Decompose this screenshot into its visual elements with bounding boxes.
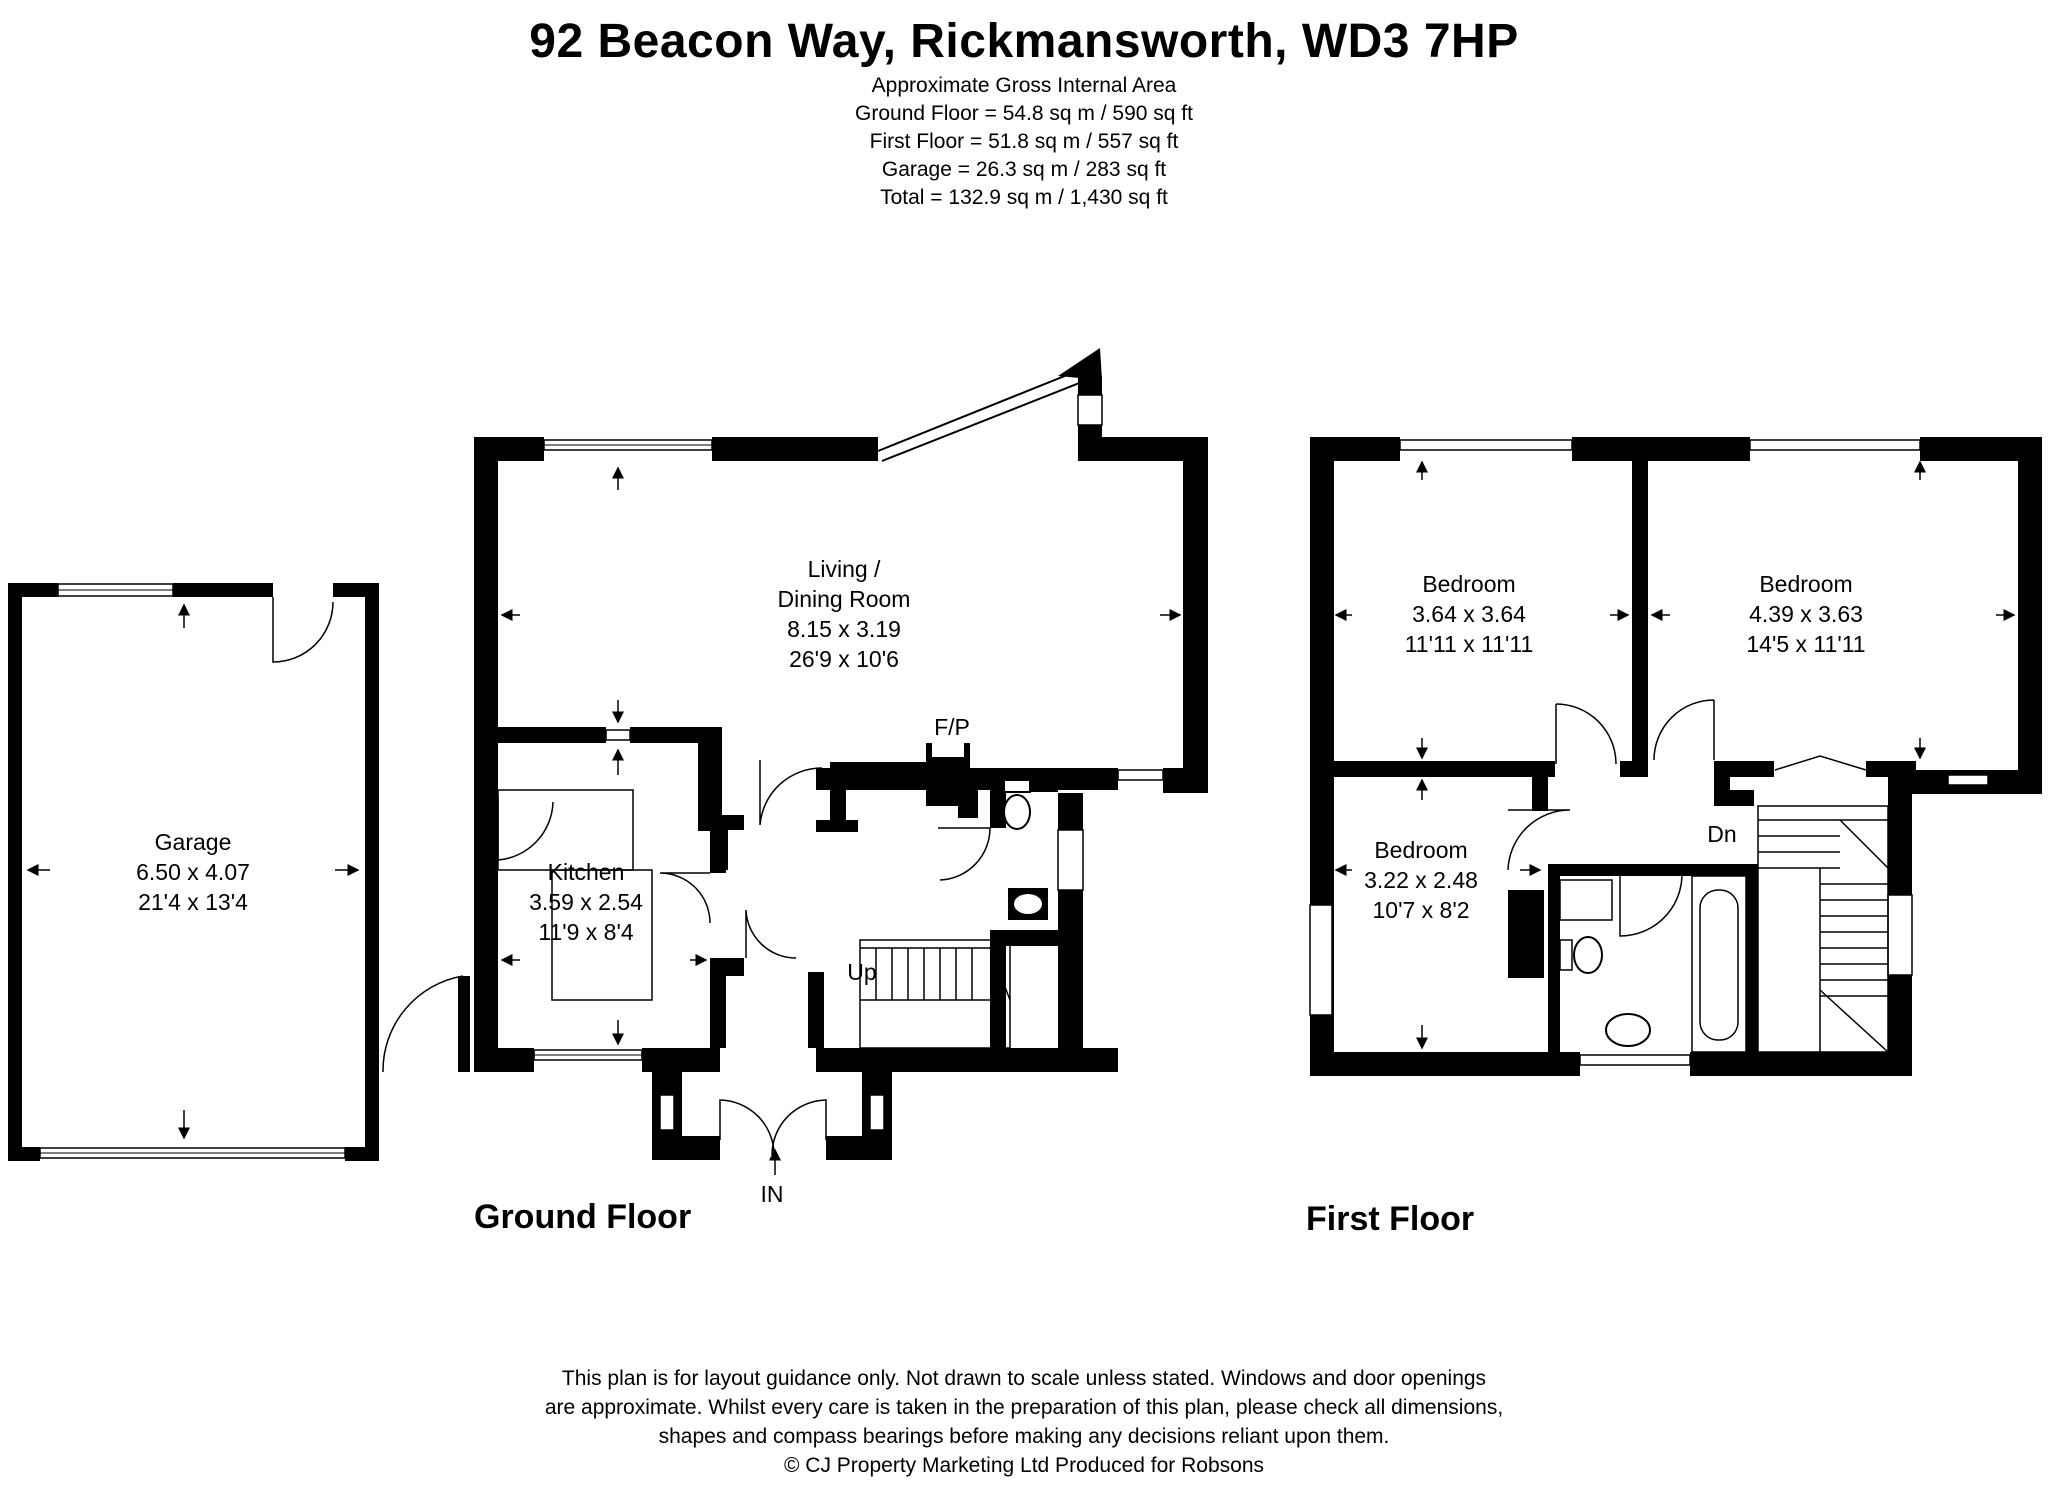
ground-floor-plan — [474, 348, 1208, 1175]
disclaimer-line-2: are approximate. Whilst every care is ta… — [544, 1396, 1504, 1419]
bedroom-1-metric: 3.64 x 3.64 — [1412, 601, 1526, 627]
kitchen-imperial: 11'9 x 8'4 — [538, 919, 634, 945]
bedroom-3-imperial: 10'7 x 8'2 — [1372, 897, 1469, 923]
bedroom-1-name: Bedroom — [1422, 571, 1515, 597]
area-heading: Approximate Gross Internal Area — [871, 74, 1177, 97]
kitchen-name: Kitchen — [548, 859, 625, 885]
kitchen-room-label: Kitchen 3.59 x 2.54 11'9 x 8'4 — [529, 859, 643, 945]
garage-side-door — [382, 975, 464, 1073]
bedroom-2-label: Bedroom 4.39 x 3.63 14'5 x 11'11 — [1746, 571, 1865, 657]
first-floor-title: First Floor — [1306, 1200, 1474, 1238]
garage-name: Garage — [155, 829, 232, 855]
copyright-line: © CJ Property Marketing Ltd Produced for… — [783, 1454, 1265, 1477]
bedroom-2-name: Bedroom — [1759, 571, 1852, 597]
page-title: 92 Beacon Way, Rickmansworth, WD3 7HP — [529, 15, 1519, 68]
garage-plan — [8, 583, 379, 1161]
stairs-down-label: Dn — [1707, 821, 1736, 847]
garage-metric: 6.50 x 4.07 — [136, 859, 250, 885]
fireplace-label: F/P — [934, 714, 970, 740]
area-total: Total = 132.9 sq m / 1,430 sq ft — [880, 186, 1168, 209]
stairs-up-label: Up — [847, 959, 876, 985]
living-name-1: Living / — [808, 556, 881, 582]
disclaimer-line-1: This plan is for layout guidance only. N… — [561, 1367, 1487, 1390]
garage-room-label: Garage 6.50 x 4.07 21'4 x 13'4 — [136, 829, 250, 915]
bedroom-2-metric: 4.39 x 3.63 — [1749, 601, 1863, 627]
living-metric: 8.15 x 3.19 — [787, 616, 901, 642]
living-imperial: 26'9 x 10'6 — [789, 646, 899, 672]
bedroom-2-imperial: 14'5 x 11'11 — [1746, 631, 1865, 657]
ground-floor-title: Ground Floor — [474, 1198, 691, 1236]
bedroom-1-label: Bedroom 3.64 x 3.64 11'11 x 11'11 — [1405, 571, 1534, 657]
bedroom-3-label: Bedroom 3.22 x 2.48 10'7 x 8'2 — [1364, 837, 1478, 923]
kitchen-metric: 3.59 x 2.54 — [529, 889, 643, 915]
bedroom-3-metric: 3.22 x 2.48 — [1364, 867, 1478, 893]
area-garage: Garage = 26.3 sq m / 283 sq ft — [881, 158, 1167, 181]
area-summary: Approximate Gross Internal Area Ground F… — [0, 72, 2048, 212]
garage-imperial: 21'4 x 13'4 — [138, 889, 248, 915]
area-ground-floor: Ground Floor = 54.8 sq m / 590 sq ft — [855, 102, 1193, 125]
disclaimer-line-3: shapes and compass bearings before makin… — [658, 1425, 1390, 1448]
entrance-label: IN — [761, 1181, 784, 1207]
disclaimer: This plan is for layout guidance only. N… — [0, 1364, 2048, 1480]
living-room-label: Living / Dining Room 8.15 x 3.19 26'9 x … — [778, 556, 911, 672]
bedroom-3-name: Bedroom — [1374, 837, 1467, 863]
area-first-floor: First Floor = 51.8 sq m / 557 sq ft — [869, 130, 1179, 153]
bedroom-1-imperial: 11'11 x 11'11 — [1405, 631, 1534, 657]
living-name-2: Dining Room — [778, 586, 911, 612]
first-floor-plan — [1309, 437, 2042, 1076]
